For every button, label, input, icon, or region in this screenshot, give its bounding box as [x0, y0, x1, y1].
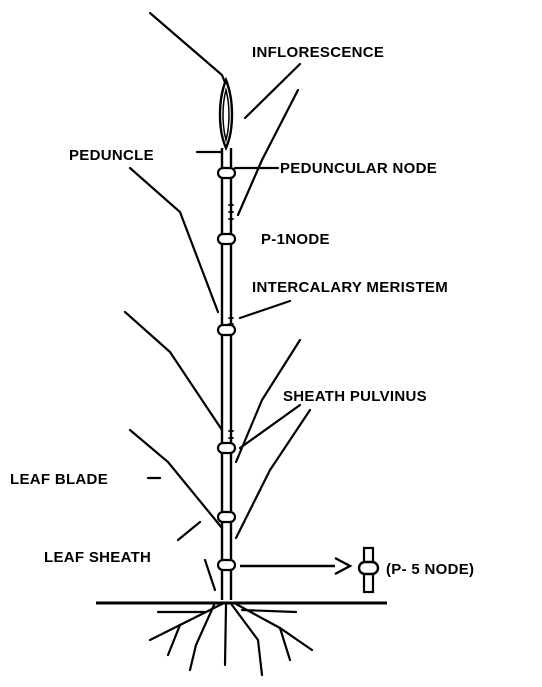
leaf-blade-basal-left: [205, 560, 215, 590]
node-4: [218, 443, 235, 453]
node-5: [218, 512, 235, 522]
label-p5-node: (P- 5 NODE): [386, 561, 474, 578]
label-peduncular-node: PEDUNCULAR NODE: [280, 160, 437, 177]
leader-leaf-sheath: [178, 522, 200, 540]
leaf-blade-mid-left: [125, 312, 222, 430]
peduncular-node: [218, 168, 235, 178]
inflorescence-spike: [220, 80, 232, 148]
p5-arrow: [240, 558, 350, 574]
leaf-blade-lower-right: [236, 410, 310, 538]
label-inflorescence: INFLORESCENCE: [252, 44, 384, 61]
leaf-blade-lower-left: [130, 430, 222, 528]
leaf-blade-upper-right: [238, 90, 298, 215]
label-leaf-blade: LEAF BLADE: [10, 471, 108, 488]
leaf-blades: [125, 13, 230, 590]
p5-node: [218, 560, 235, 570]
label-intercalary-meristem: INTERCALARY MERISTEM: [252, 279, 448, 296]
leaf-blade-upper-left: [130, 168, 218, 312]
p5-node-enlarged: [359, 548, 378, 592]
stem-nodes: [218, 168, 235, 570]
leader-sheath-pulvinus: [240, 405, 300, 448]
label-p1-node: P-1NODE: [261, 231, 330, 248]
main-stem: [222, 148, 233, 600]
p1-node: [218, 234, 235, 244]
leader-inflorescence: [245, 64, 300, 118]
roots: [150, 603, 312, 675]
label-peduncle: PEDUNCLE: [69, 147, 154, 164]
label-sheath-pulvinus: SHEATH PULVINUS: [283, 388, 427, 405]
node-3: [218, 325, 235, 335]
label-leaf-sheath: LEAF SHEATH: [44, 549, 151, 566]
flag-leaf-blade: [150, 13, 230, 95]
leader-intercalary-meristem: [240, 301, 290, 318]
leaf-blades-right: [236, 90, 310, 538]
